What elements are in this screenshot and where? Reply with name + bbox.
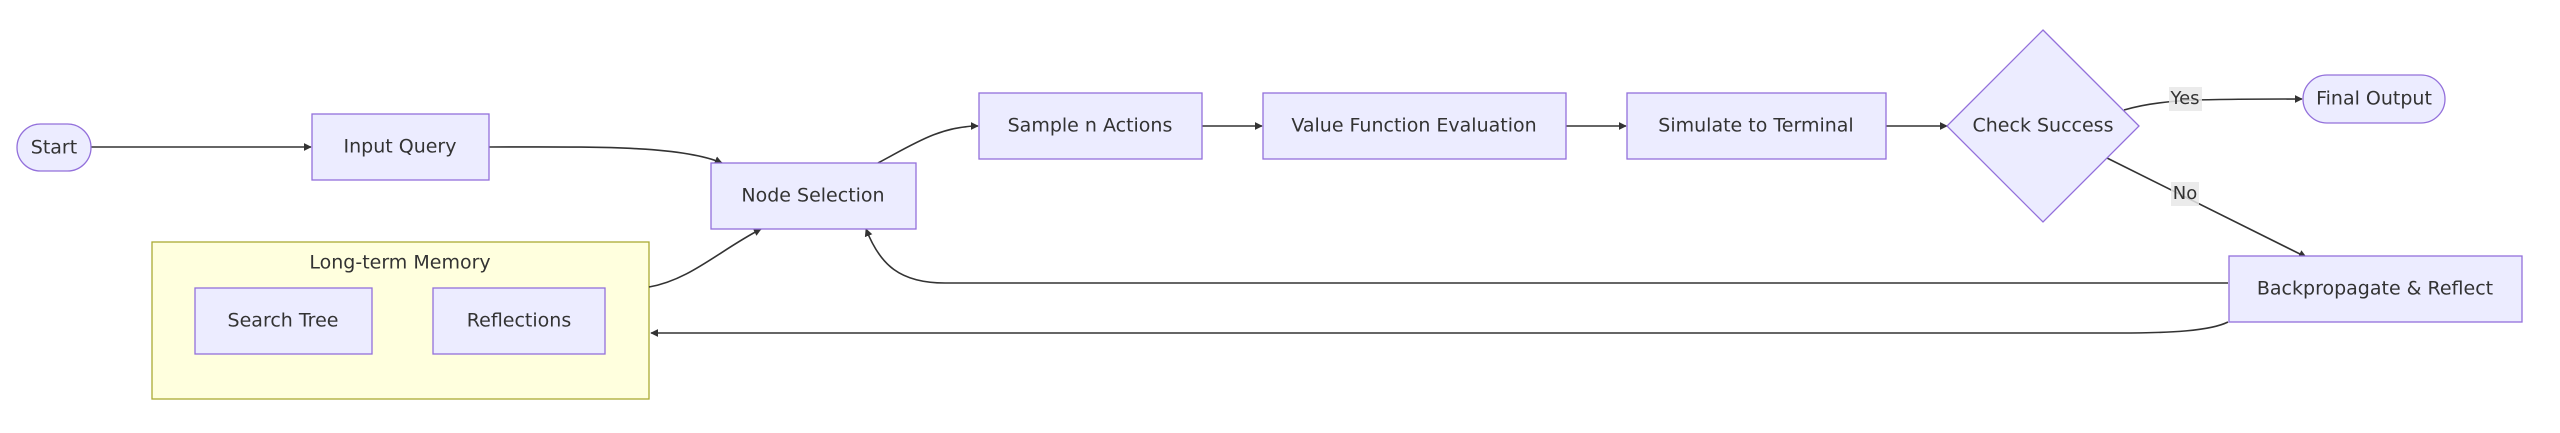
edge-node-selection-to-sample-actions: [877, 122, 979, 164]
node-search-tree-shape: [194, 287, 373, 355]
edge-check-success-to-backpropagate: [2106, 157, 2307, 258]
edge-backpropagate-to-node-selection: [864, 228, 2228, 284]
edge-check-success-to-final-output: [2123, 95, 2303, 111]
node-sample-actions: Sample n Actions: [978, 92, 1203, 160]
edge-label-no-bg: [2171, 182, 2199, 206]
node-value-function: Value Function Evaluation: [1262, 92, 1567, 160]
node-node-selection: Node Selection: [710, 162, 917, 230]
node-backpropagate-label: Backpropagate & Reflect: [2257, 278, 2493, 300]
node-reflections-shape: [432, 287, 606, 355]
node-final-output: Final Output: [2302, 74, 2446, 124]
edge-label-yes-bg: [2169, 87, 2202, 111]
node-sample-actions-shape: [978, 92, 1203, 160]
node-check-success: Check Success: [1946, 29, 2140, 223]
node-reflections-label: Reflections: [467, 310, 571, 332]
node-backpropagate-shape: [2228, 255, 2523, 323]
node-node-selection-shape: [710, 162, 917, 230]
group-long-term-memory-label: Long-term Memory: [309, 252, 490, 274]
node-final-output-label: Final Output: [2316, 88, 2432, 110]
node-input-query-label: Input Query: [344, 136, 457, 158]
node-node-selection-label: Node Selection: [741, 185, 884, 207]
node-start-label: Start: [31, 137, 77, 159]
edge-label-no: No: [2171, 182, 2199, 206]
node-check-success-shape: [1946, 29, 2140, 223]
node-backpropagate: Backpropagate & Reflect: [2228, 255, 2523, 323]
node-value-function-label: Value Function Evaluation: [1291, 115, 1536, 137]
node-search-tree: Search Tree: [194, 287, 373, 355]
edge-label-yes: Yes: [2169, 87, 2202, 111]
edge-input-query-to-node-selection: [488, 146, 723, 164]
node-simulate-shape: [1626, 92, 1887, 160]
node-input-query-shape: [311, 113, 490, 181]
node-search-tree-label: Search Tree: [228, 310, 339, 332]
edge-long-term-memory-to-node-selection: [648, 228, 762, 288]
node-simulate: Simulate to Terminal: [1626, 92, 1887, 160]
node-check-success-label: Check Success: [1973, 115, 2114, 137]
node-sample-actions-label: Sample n Actions: [1008, 115, 1173, 137]
node-start: Start: [16, 123, 92, 172]
node-simulate-label: Simulate to Terminal: [1658, 115, 1853, 137]
node-start-shape: [16, 123, 92, 172]
edge-label-yes-text: Yes: [2169, 88, 2199, 109]
node-value-function-shape: [1262, 92, 1567, 160]
node-final-output-shape: [2302, 74, 2446, 124]
edge-label-no-text: No: [2173, 183, 2197, 204]
node-input-query: Input Query: [311, 113, 490, 181]
edge-backpropagate-to-long-term-memory: [650, 321, 2229, 337]
node-reflections: Reflections: [432, 287, 606, 355]
